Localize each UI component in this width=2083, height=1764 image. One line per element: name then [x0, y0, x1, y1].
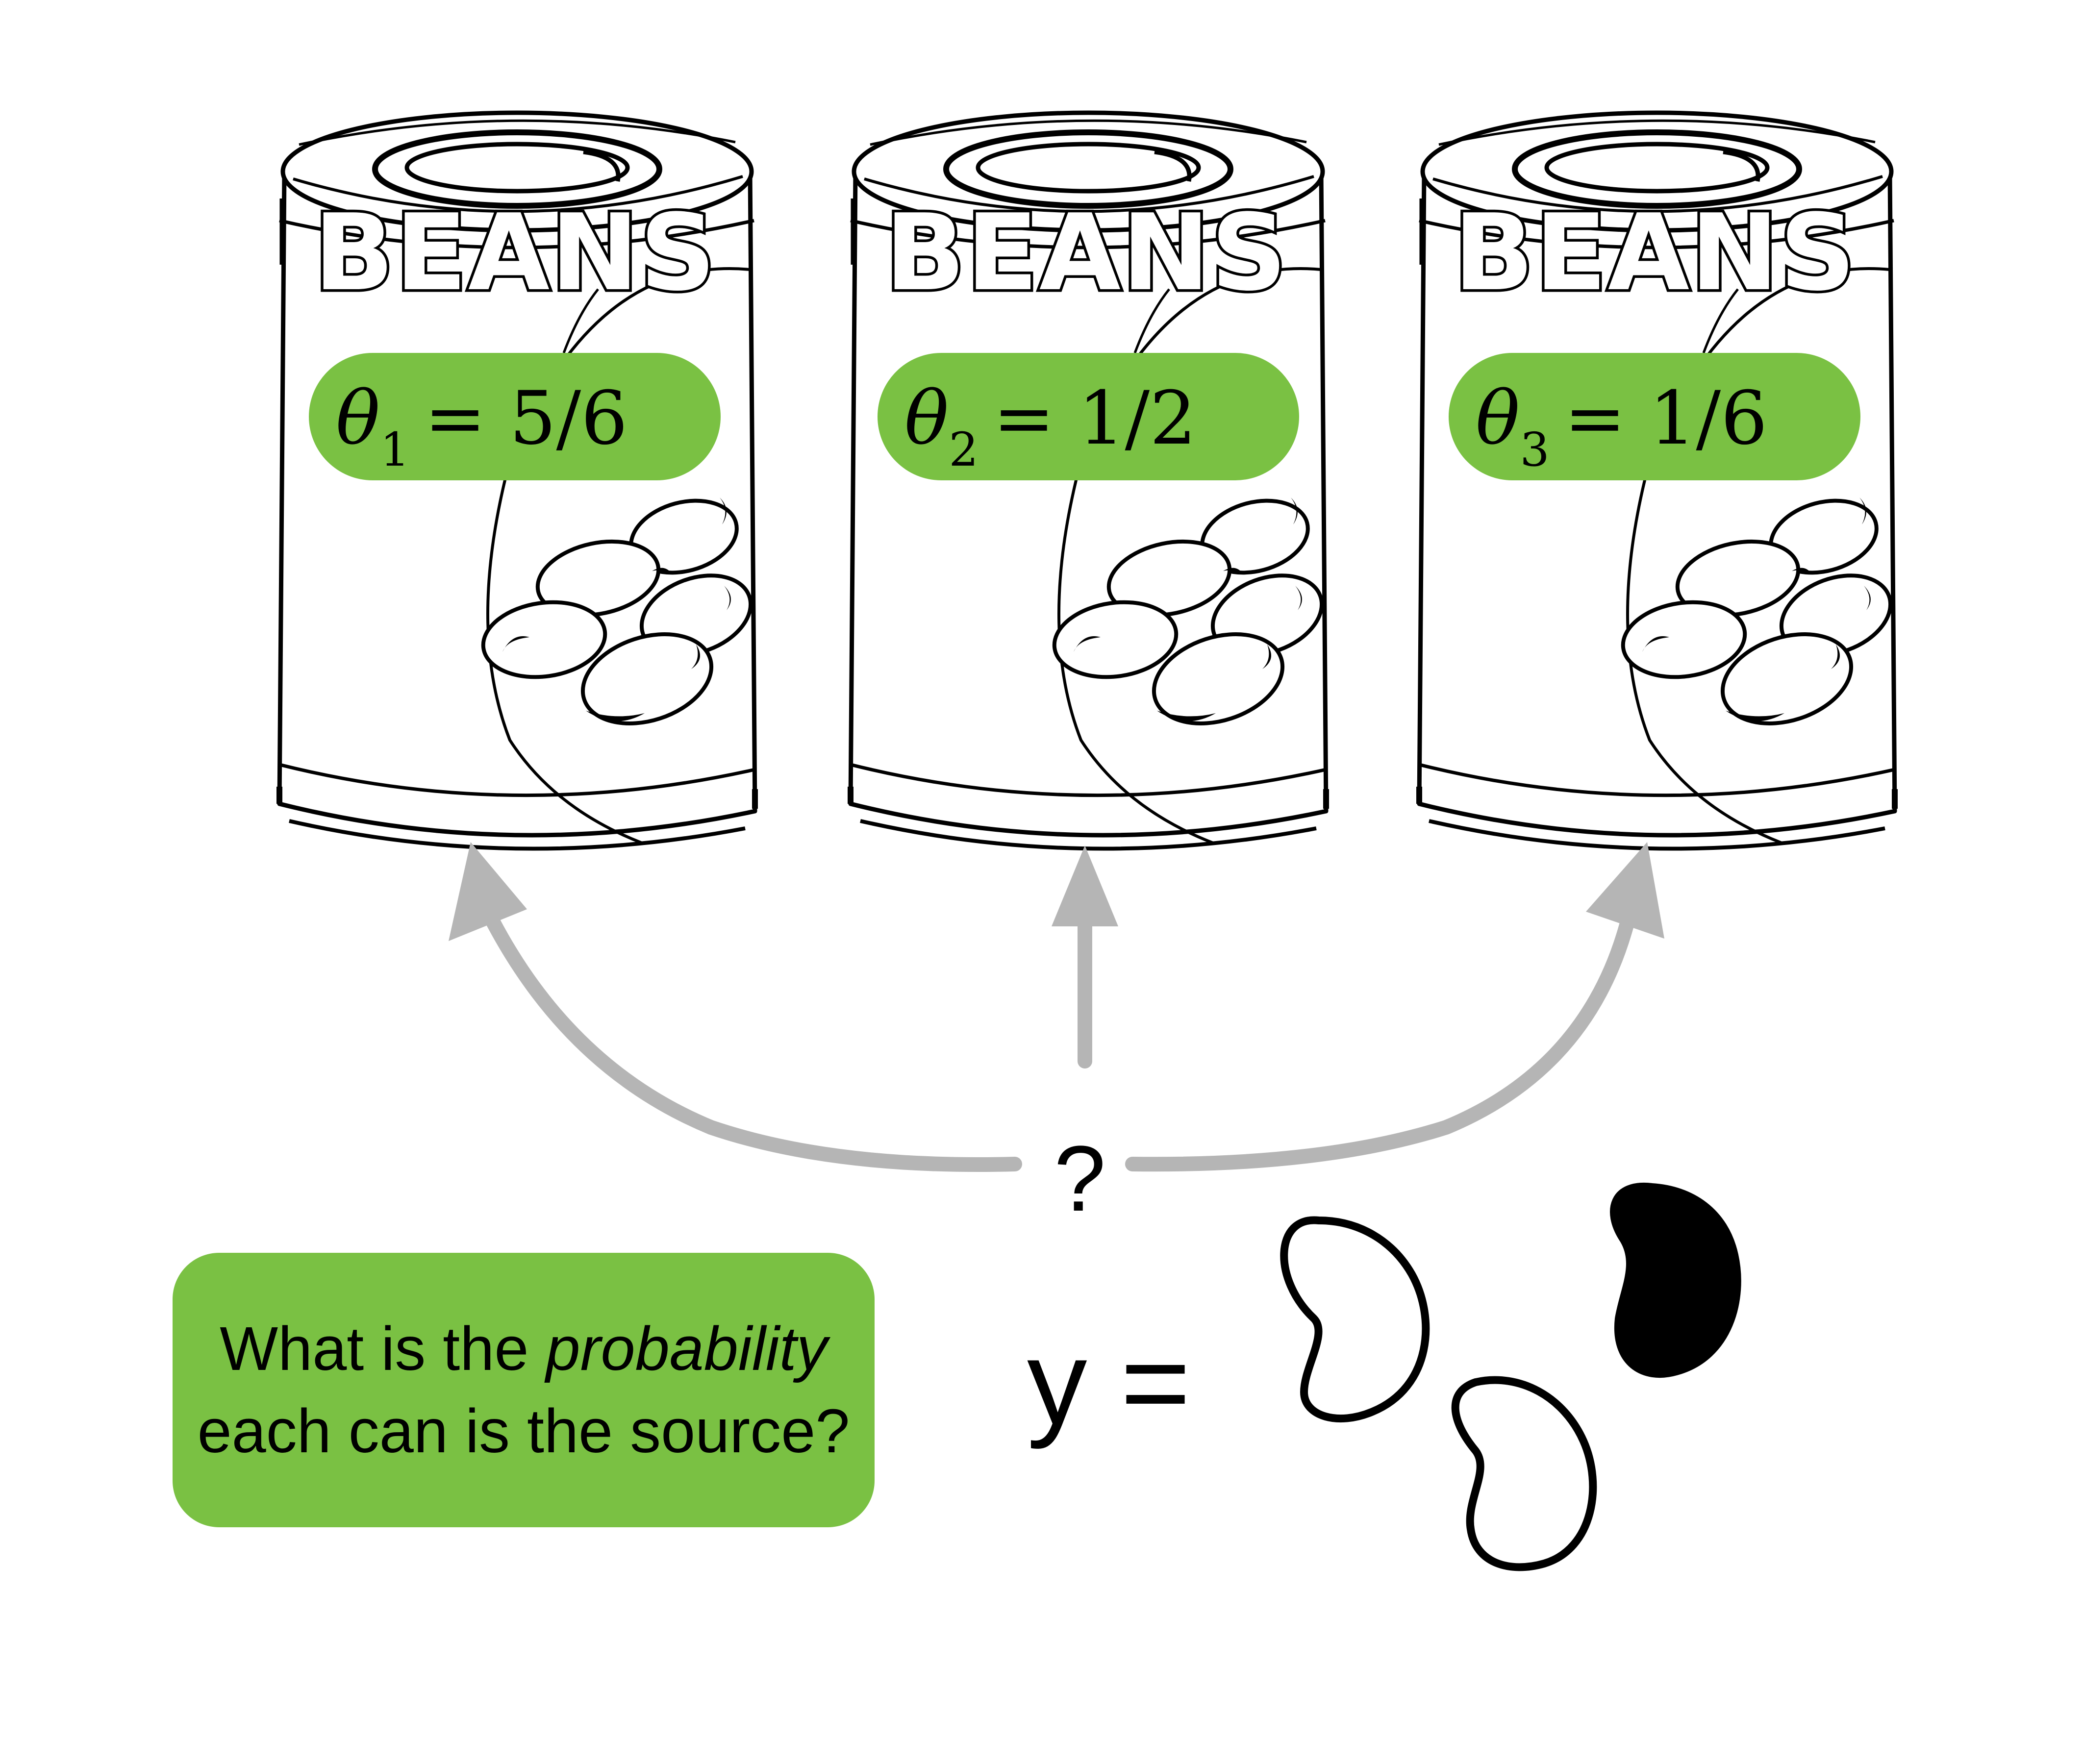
svg-text:θ1= 5/6: θ1 = 5/6: [336, 376, 628, 477]
theta-symbol: θ: [904, 376, 949, 461]
question-text: What is the probability each can is the s…: [198, 1308, 850, 1472]
theta-label-1: θ1 = 5/6: [309, 353, 721, 480]
arrowhead-can-2-icon: [1052, 845, 1118, 926]
can-2: BEANS θ2 = 1/2: [851, 113, 1333, 849]
can-brand-label: BEANS: [1454, 191, 1857, 314]
theta-subscript: 2: [949, 423, 978, 477]
theta-subscript: 3: [1520, 423, 1549, 477]
arrow-to-can-3: [1125, 914, 1635, 1172]
theta-value: = 5/6: [425, 376, 628, 461]
can-brand-label: BEANS: [314, 191, 717, 314]
question-mark: ?: [1054, 1127, 1106, 1231]
can-1: BEANS θ1 = 5/6: [279, 113, 762, 849]
arrowhead-can-3-icon: [1586, 842, 1664, 939]
question-box: What is the probability each can is the s…: [173, 1253, 875, 1527]
svg-text:θ2= 1/2: θ2 = 1/2: [904, 376, 1197, 477]
question-before: What is the: [220, 1314, 546, 1383]
black-bean-icon: [1610, 1182, 1741, 1378]
theta-symbol: θ: [336, 376, 380, 461]
svg-text:θ3= 1/6: θ3 = 1/6: [1476, 376, 1768, 477]
theta-label-3: θ3 = 1/6: [1449, 353, 1860, 480]
arrowhead-can-1-icon: [449, 842, 527, 941]
question-emphasis: probability: [546, 1314, 828, 1383]
observation: y =: [1027, 1182, 1741, 1571]
y-equals-label: y =: [1027, 1315, 1191, 1449]
question-after: each can is the source?: [197, 1396, 850, 1466]
can-brand-label: BEANS: [885, 191, 1288, 314]
can-3: BEANS θ3 = 1/6: [1419, 113, 1902, 849]
arrows: ?: [449, 842, 1664, 1231]
arrow-to-can-1: [483, 909, 1022, 1172]
theta-symbol: θ: [1476, 376, 1520, 461]
theta-subscript: 1: [380, 423, 409, 477]
white-bean-icon: [1280, 1216, 1430, 1423]
theta-value: = 1/6: [1564, 376, 1768, 461]
theta-label-2: θ2 = 1/2: [878, 353, 1299, 480]
white-bean-icon: [1451, 1376, 1597, 1571]
theta-value: = 1/2: [993, 376, 1197, 461]
